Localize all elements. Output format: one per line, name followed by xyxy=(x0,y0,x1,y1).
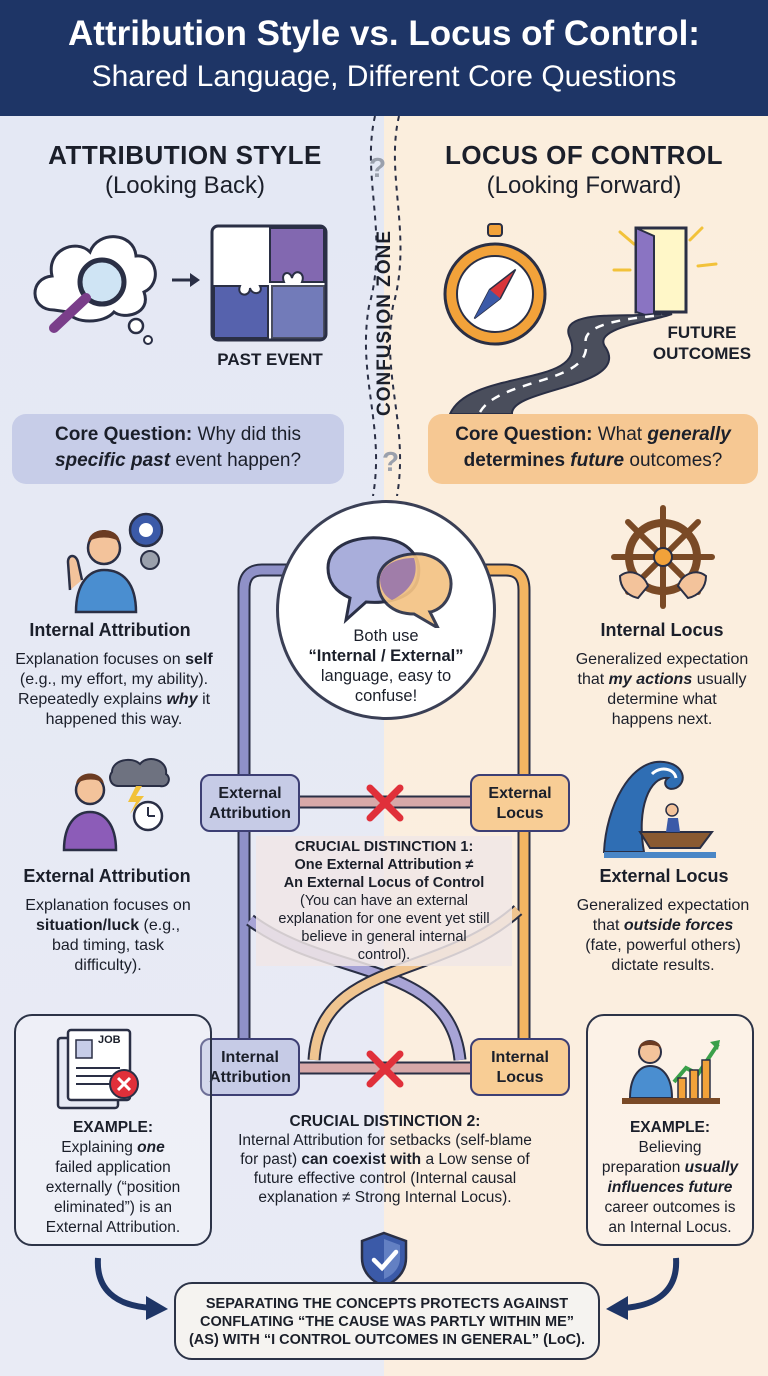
road-to-door-icon xyxy=(448,226,718,415)
future-outcomes-label: FUTURE OUTCOMES xyxy=(652,323,752,363)
shield-check-icon xyxy=(360,1231,408,1288)
shared-language-text: Both use “Internal / External” language,… xyxy=(308,627,464,705)
external-attribution-heading: External Attribution xyxy=(23,866,191,886)
crucial-distinction-2: CRUCIAL DISTINCTION 2: Internal Attribut… xyxy=(238,1113,532,1206)
left-column-subtitle: (Looking Back) xyxy=(104,172,266,199)
left-example-text: EXAMPLE: Explaining one failed applicati… xyxy=(45,1119,181,1236)
internal-locus-description: Generalized expectation that my actions … xyxy=(575,651,749,728)
past-event-label: PAST EVENT xyxy=(217,350,323,369)
right-example-box xyxy=(586,1014,754,1246)
question-mark-top: ? xyxy=(369,152,387,183)
person-growth-chart-icon xyxy=(622,1040,720,1104)
external-attribution-description: Explanation focuses on situation/luck (e… xyxy=(25,897,191,974)
arrow-right-icon xyxy=(172,273,200,287)
question-mark-bottom: ? xyxy=(382,446,400,477)
job-label: JOB xyxy=(98,1034,121,1046)
wave-boat-icon xyxy=(602,760,716,858)
right-example-text: EXAMPLE: Believing preparation usually i… xyxy=(601,1119,739,1236)
page-title: Attribution Style vs. Locus of Control: xyxy=(68,14,700,53)
cross-mark-icon-2 xyxy=(366,1050,404,1088)
person-storm-clock-icon xyxy=(62,758,170,852)
internal-locus-node: Internal Locus xyxy=(470,1038,570,1096)
puzzle-icon xyxy=(210,224,328,342)
left-column-title: ATTRIBUTION STYLE xyxy=(48,140,322,170)
external-locus-description: Generalized expectation that outside for… xyxy=(576,897,750,974)
magnifier-cloud-icon xyxy=(33,235,157,345)
confusion-zone-divider xyxy=(364,116,402,496)
external-attribution-node: External Attribution xyxy=(200,774,300,832)
summary-box: SEPARATING THE CONCEPTS PROTECTS AGAINST… xyxy=(174,1282,600,1360)
header: Attribution Style vs. Locus of Control: … xyxy=(0,0,768,116)
right-core-question: Core Question: What generally determines… xyxy=(428,414,758,484)
arrow-to-summary-left-icon xyxy=(94,1257,168,1320)
internal-locus-heading: Internal Locus xyxy=(600,620,724,640)
shared-language-bubble xyxy=(276,500,496,720)
external-locus-heading: External Locus xyxy=(599,866,729,886)
external-locus-node: External Locus xyxy=(470,774,570,832)
arrow-to-summary-right-icon xyxy=(606,1257,680,1320)
page-subtitle: Shared Language, Different Core Question… xyxy=(91,60,677,93)
crucial-distinction-1: CRUCIAL DISTINCTION 1: One External Attr… xyxy=(256,836,512,966)
ship-wheel-icon xyxy=(611,505,715,609)
right-column-title: LOCUS OF CONTROL xyxy=(444,140,724,170)
cross-mark-icon-1 xyxy=(366,784,404,822)
left-core-question: Core Question: Why did this specific pas… xyxy=(12,414,344,484)
right-column-subtitle: (Looking Forward) xyxy=(486,172,682,199)
compass-icon xyxy=(443,223,547,346)
job-application-icon xyxy=(56,1028,139,1110)
thinking-person-gears-icon xyxy=(66,512,164,614)
speech-bubbles-icon xyxy=(326,536,453,628)
internal-attribution-heading: Internal Attribution xyxy=(29,620,191,640)
internal-attribution-description: Explanation focuses on self (e.g., my ef… xyxy=(15,651,213,728)
internal-attribution-node: Internal Attribution xyxy=(200,1038,300,1096)
